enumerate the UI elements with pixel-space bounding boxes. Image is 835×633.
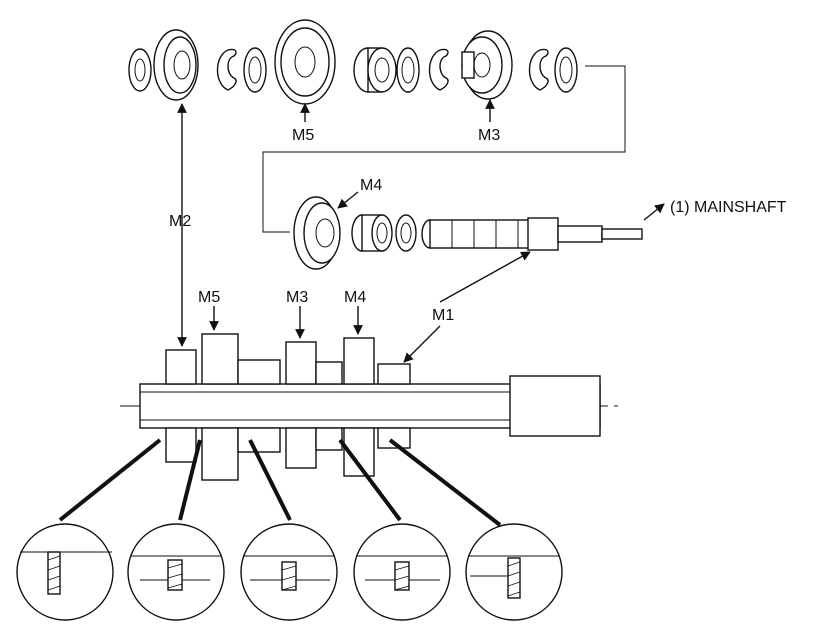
m3-gear-section	[285, 341, 317, 385]
snap-ring	[528, 48, 549, 91]
leader-lines	[177, 99, 665, 363]
label-m3-shaft: M3	[286, 289, 308, 306]
needle-bushing	[353, 47, 397, 93]
detail-callout-lines	[58, 438, 502, 527]
label-m4-shaft: M4	[344, 289, 366, 306]
label-m4-top: M4	[360, 177, 382, 194]
splined-washer	[396, 47, 420, 93]
m4-gear-section	[343, 337, 375, 385]
assembled-shaft	[120, 333, 620, 481]
splined-washer	[243, 47, 267, 93]
detail-view-3	[240, 523, 338, 621]
exploded-top-row	[128, 19, 578, 105]
mainshaft-part	[421, 217, 643, 251]
snap-ring	[216, 48, 237, 91]
thrust-washer	[395, 214, 417, 252]
m5-gear-section	[201, 333, 239, 385]
label-m3-top: M3	[478, 127, 500, 144]
detail-view-1	[16, 523, 114, 621]
detail-view-5	[465, 523, 563, 621]
thrust-washer	[128, 48, 152, 92]
detail-view-4	[353, 523, 451, 621]
label-m5-top: M5	[292, 127, 314, 144]
m2-gear-section	[165, 349, 197, 385]
m5-gear	[274, 19, 336, 105]
m1-gear-section	[377, 363, 411, 385]
splined-washer	[554, 47, 578, 93]
label-m2: M2	[169, 213, 191, 230]
label-m1: M1	[432, 307, 454, 324]
exploded-middle-row	[293, 196, 643, 270]
m2-gear	[153, 29, 199, 101]
label-m5-shaft: M5	[198, 289, 220, 306]
bushing	[351, 214, 393, 252]
detail-view-2	[127, 523, 225, 621]
snap-ring	[428, 48, 449, 91]
assembly-path-line	[262, 65, 626, 233]
m3-gear	[461, 30, 513, 100]
label-mainshaft: (1) MAINSHAFT	[670, 199, 787, 216]
m4-gear	[293, 196, 341, 270]
